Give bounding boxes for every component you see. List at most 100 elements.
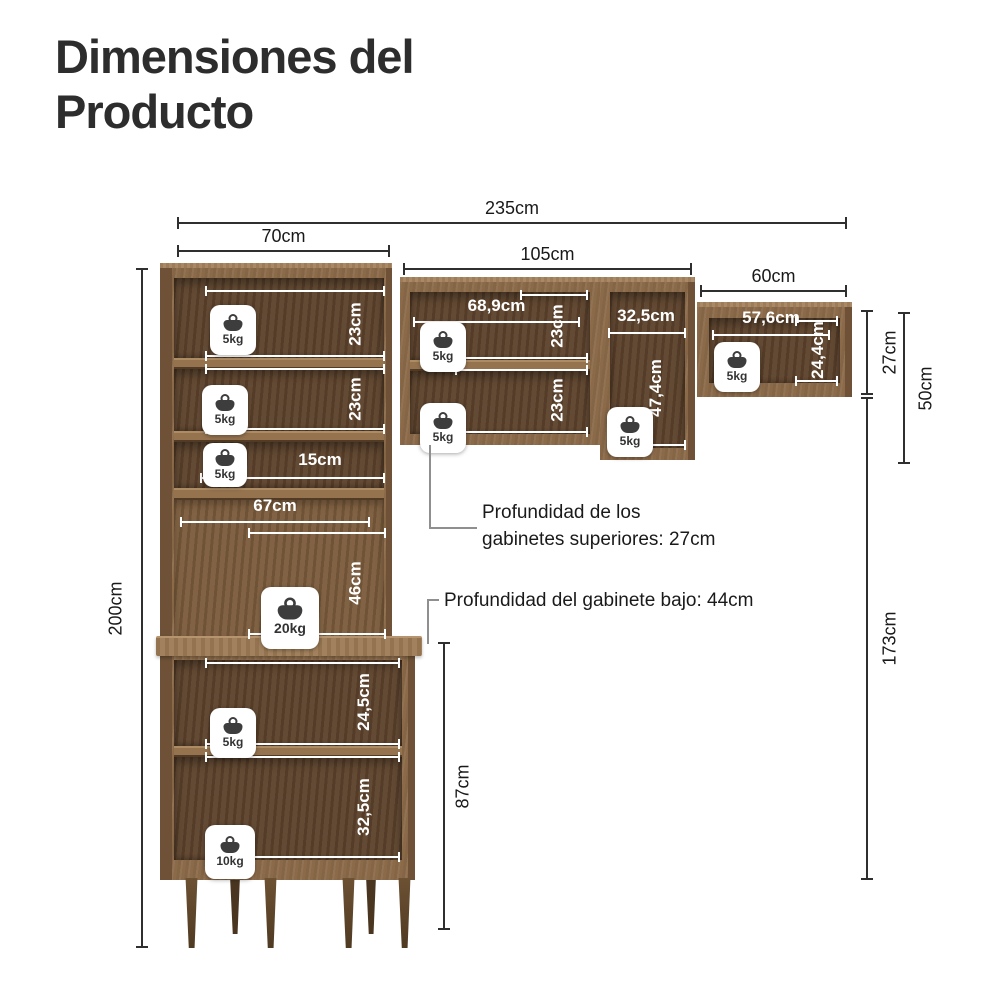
dim-left-height-line (136, 268, 148, 948)
dim-middle-inner-width-label: 68,9cm (467, 296, 526, 315)
weight-badge: 5kg (420, 322, 466, 372)
dim-base-shelf1-top-line (205, 658, 400, 668)
left-cabinet-top-edge (160, 263, 392, 271)
dim-middle-shelf1-label: 23cm (548, 304, 568, 348)
upper-depth-line2: gabinetes superiores: 27cm (482, 528, 716, 550)
dim-right-width-label: 60cm (751, 266, 796, 286)
middle-cabinet-top-edge (400, 277, 695, 285)
dim-left-shelf3-label: 15cm (298, 450, 342, 469)
cabinet-leg-back (366, 878, 376, 934)
dim-left-shelf3-line (200, 473, 385, 483)
kettlebell-icon (276, 597, 305, 619)
dim-right-inner-height-label: 24,4cm (808, 321, 828, 379)
cabinet-leg (342, 878, 355, 948)
dim-left-inner-width-label: 67cm (253, 496, 297, 515)
weight-label: 20kg (274, 620, 306, 636)
dim-base-shelf1-label: 24,5cm (354, 673, 374, 731)
kettlebell-icon (219, 836, 241, 853)
lower-depth-annotation: Profundidad del gabinete bajo: 44cm (444, 590, 754, 611)
weight-badge: 5kg (210, 305, 256, 355)
kettlebell-icon (214, 449, 236, 466)
dim-base-height-line (438, 642, 450, 930)
weight-badge: 5kg (607, 407, 653, 457)
middle-cabinet-right-edge (688, 282, 695, 460)
left-open-section (174, 500, 384, 640)
dim-left-width-label: 70cm (261, 226, 306, 246)
dim-left-shelf2-label: 23cm (346, 377, 366, 421)
dim-left-width-line (177, 245, 390, 257)
dim-right-inner-width-label: 57,6cm (742, 308, 800, 327)
weight-badge: 5kg (202, 385, 248, 435)
dim-base-shelf2-label: 32,5cm (354, 777, 374, 836)
kettlebell-icon (222, 314, 244, 331)
page-title: Dimensiones del Producto (55, 30, 414, 140)
lower-depth-connector-vertical (427, 599, 429, 644)
dim-right-side-height-line (861, 397, 873, 880)
dim-middle-shelf1-top-line (520, 290, 588, 300)
right-cabinet-right-edge (845, 307, 852, 397)
cabinet-leg (264, 878, 277, 948)
kettlebell-icon (432, 331, 454, 348)
dim-left-height-label: 200cm (105, 580, 126, 636)
dim-total-width-label: 235cm (484, 198, 540, 218)
page-title-line2: Producto (55, 84, 254, 138)
weight-label: 5kg (222, 332, 244, 346)
dim-middle-right-width-label: 32,5cm (617, 306, 675, 325)
weight-label: 5kg (222, 735, 244, 749)
upper-depth-connector-horizontal (429, 527, 477, 529)
base-compartment-1 (174, 660, 402, 746)
weight-label: 5kg (214, 467, 236, 481)
dim-total-width-line (177, 217, 847, 229)
base-cabinet-right-edge (408, 656, 415, 880)
dim-right-side-height-label: 173cm (879, 611, 900, 666)
dim-middle-shelf2-label: 23cm (548, 378, 568, 422)
weight-badge: 5kg (203, 443, 247, 487)
upper-depth-connector-vertical (429, 445, 431, 527)
dim-middle-right-width-line (608, 328, 686, 338)
cabinet-leg-back (230, 878, 240, 934)
dim-open-height-label: 46cm (346, 560, 366, 605)
right-cabinet-top-edge (697, 302, 852, 310)
left-shelf-3 (174, 488, 384, 500)
dim-right-cabinet-height-line (861, 310, 873, 395)
weight-label: 5kg (432, 349, 454, 363)
dim-left-shelf1-top-line (205, 286, 385, 296)
dim-middle-width-label: 105cm (520, 244, 575, 264)
dim-left-shelf1-label: 23cm (346, 301, 366, 346)
weight-badge: 5kg (420, 403, 466, 453)
lower-depth-connector-horizontal (427, 599, 439, 601)
dim-left-shelf1-bottom-line (205, 351, 385, 361)
dim-right-width-line (700, 285, 847, 297)
weight-badge: 5kg (210, 708, 256, 758)
weight-label: 5kg (619, 434, 641, 448)
page-title-line1: Dimensiones del (55, 30, 414, 83)
base-cabinet-side-panel (160, 640, 172, 880)
left-cabinet-right-edge (386, 268, 392, 640)
dim-open-top-line (248, 528, 386, 538)
upper-depth-line1: Profundidad de los (482, 502, 641, 523)
kettlebell-icon (619, 416, 641, 433)
dim-base-height-label: 87cm (452, 763, 473, 809)
dim-right-inner-width-line (712, 330, 830, 340)
dim-middle-inner-width-line (413, 317, 580, 327)
kettlebell-icon (726, 351, 748, 368)
weight-badge: 20kg (261, 587, 319, 649)
left-cabinet-side-panel (160, 268, 172, 640)
dim-left-shelf2-top-line (205, 364, 385, 374)
dim-right-inner-height-top-line (795, 316, 838, 326)
dim-middle-shelf2-bottom-line (455, 427, 588, 437)
dim-right-inner-height-bottom-line (795, 376, 838, 386)
weight-badge: 10kg (205, 825, 255, 879)
left-shelf-2 (174, 431, 384, 442)
dim-base-shelf1-bottom-line (205, 739, 400, 749)
weight-label: 5kg (432, 430, 454, 444)
dim-right-gap-line (898, 312, 910, 464)
kettlebell-icon (222, 717, 244, 734)
weight-badge: 5kg (714, 342, 760, 392)
upper-depth-annotation: Profundidad de los gabinetes superiores:… (482, 500, 782, 554)
weight-label: 5kg (726, 369, 748, 383)
dim-middle-width-line (403, 263, 692, 275)
dim-base-shelf2-top-line (205, 752, 400, 762)
cabinet-leg (398, 878, 411, 948)
cabinet-leg (185, 878, 198, 948)
